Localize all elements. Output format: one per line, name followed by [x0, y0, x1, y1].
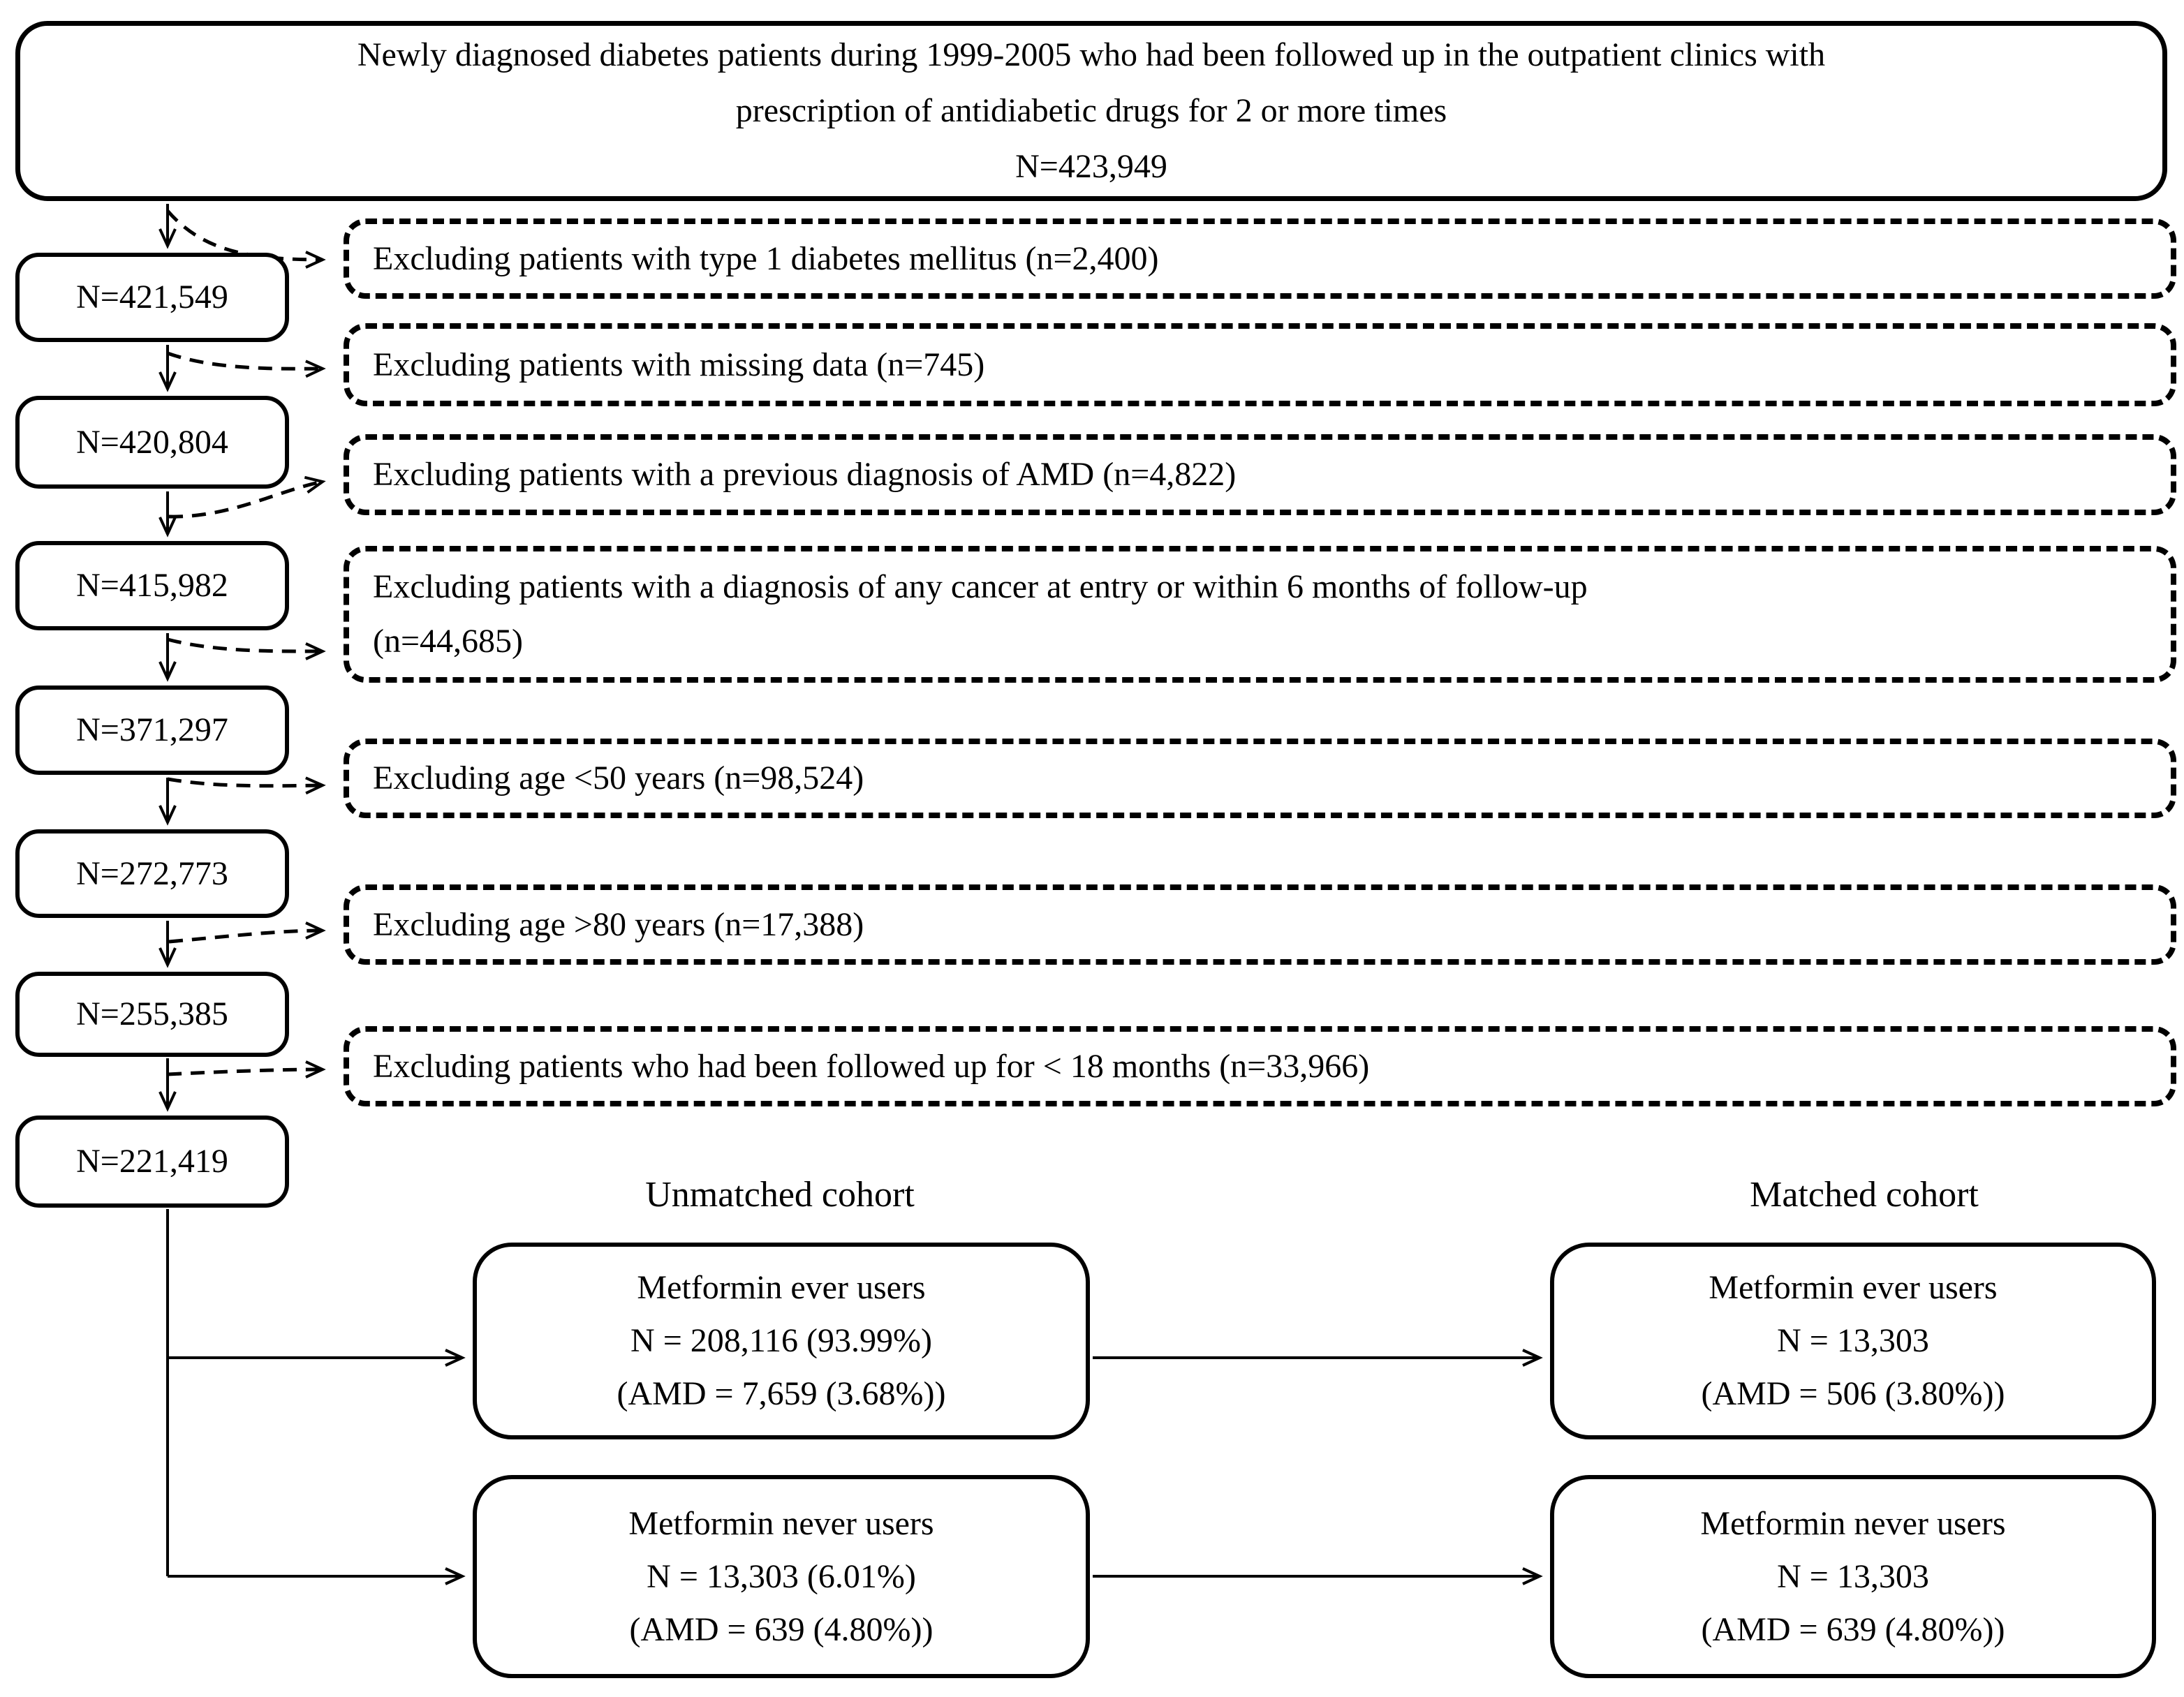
- exclusion-box-4: Excluding patients with a diagnosis of a…: [344, 546, 2176, 683]
- n-box-3: N=415,982: [15, 541, 289, 630]
- unmatched-cohort-header: Unmatched cohort: [645, 1175, 915, 1215]
- unmatched-never-users-box: Metformin never users N = 13,303 (6.01%)…: [473, 1475, 1090, 1678]
- n-box-5: N=272,773: [15, 829, 289, 918]
- matched-never-users-box: Metformin never users N = 13,303 (AMD = …: [1550, 1475, 2156, 1678]
- matched-cohort-header: Matched cohort: [1750, 1175, 1979, 1215]
- matched-never-users-amd: (AMD = 639 (4.80%)): [1701, 1610, 2005, 1648]
- exclusion-box-6: Excluding age >80 years (n=17,388): [344, 884, 2176, 965]
- exclusion-arrow-7: [167, 1060, 326, 1079]
- exclusion-box-7: Excluding patients who had been followed…: [344, 1026, 2176, 1106]
- unmatched-ever-users-amd: (AMD = 7,659 (3.68%)): [617, 1375, 946, 1412]
- n-box-2-value: N=420,804: [76, 423, 228, 461]
- exclusion-arrow-2: [167, 351, 326, 378]
- exclusion-arrow-4: [167, 637, 326, 660]
- n-box-6-value: N=255,385: [76, 995, 228, 1032]
- exclusion-box-1-text: Excluding patients with type 1 diabetes …: [373, 239, 1159, 277]
- exclusion-box-2-text: Excluding patients with missing data (n=…: [373, 346, 985, 383]
- matched-never-users-title: Metformin never users: [1700, 1504, 2006, 1542]
- exclusion-box-5-text: Excluding age <50 years (n=98,524): [373, 759, 864, 796]
- n-box-7-value: N=221,419: [76, 1143, 228, 1180]
- matched-ever-users-box: Metformin ever users N = 13,303 (AMD = 5…: [1550, 1243, 2156, 1439]
- unmatched-ever-users-n: N = 208,116 (93.99%): [630, 1322, 932, 1359]
- unmatched-never-users-title: Metformin never users: [628, 1504, 934, 1542]
- source-population-count: N=423,949: [1015, 148, 1167, 185]
- unmatched-ever-users-box: Metformin ever users N = 208,116 (93.99%…: [473, 1243, 1090, 1439]
- exclusion-box-4-text: Excluding patients with a diagnosis of a…: [373, 568, 1588, 605]
- unmatched-never-users-amd: (AMD = 639 (4.80%)): [629, 1610, 934, 1648]
- exclusion-box-3-text: Excluding patients with a previous diagn…: [373, 456, 1237, 493]
- source-population-box: Newly diagnosed diabetes patients during…: [15, 21, 2167, 201]
- exclusion-arrow-6: [168, 921, 326, 944]
- n-box-7: N=221,419: [15, 1116, 289, 1208]
- n-box-2: N=420,804: [15, 396, 289, 489]
- exclusion-box-5: Excluding age <50 years (n=98,524): [344, 739, 2176, 818]
- n-box-6: N=255,385: [15, 972, 289, 1057]
- n-box-1: N=421,549: [15, 253, 289, 342]
- exclusion-box-2: Excluding patients with missing data (n=…: [344, 323, 2176, 406]
- unmatched-ever-users-title: Metformin ever users: [637, 1269, 926, 1306]
- exclusion-box-3: Excluding patients with a previous diagn…: [344, 434, 2176, 515]
- source-population-text2: prescription of antidiabetic drugs for 2…: [735, 92, 1447, 129]
- exclusion-arrow-5: [167, 776, 326, 795]
- source-population-text: Newly diagnosed diabetes patients during…: [357, 36, 1826, 73]
- matched-ever-users-title: Metformin ever users: [1709, 1269, 1998, 1306]
- n-box-1-value: N=421,549: [76, 279, 228, 316]
- matched-ever-users-n: N = 13,303: [1777, 1322, 1929, 1359]
- exclusion-arrow-3: [168, 475, 326, 519]
- matched-never-users-n: N = 13,303: [1777, 1557, 1929, 1595]
- exclusion-box-6-text: Excluding age >80 years (n=17,388): [373, 905, 864, 943]
- exclusion-arrow-1: [166, 209, 326, 269]
- n-box-3-value: N=415,982: [76, 567, 228, 604]
- exclusion-box-7-text: Excluding patients who had been followed…: [373, 1047, 1370, 1085]
- unmatched-never-users-n: N = 13,303 (6.01%): [647, 1557, 916, 1595]
- n-box-4: N=371,297: [15, 686, 289, 775]
- n-box-5-value: N=272,773: [76, 854, 228, 892]
- exclusion-box-1: Excluding patients with type 1 diabetes …: [344, 218, 2176, 299]
- matched-ever-users-amd: (AMD = 506 (3.80%)): [1701, 1375, 2005, 1412]
- exclusion-box-4-count: (n=44,685): [373, 623, 524, 660]
- n-box-4-value: N=371,297: [76, 711, 228, 748]
